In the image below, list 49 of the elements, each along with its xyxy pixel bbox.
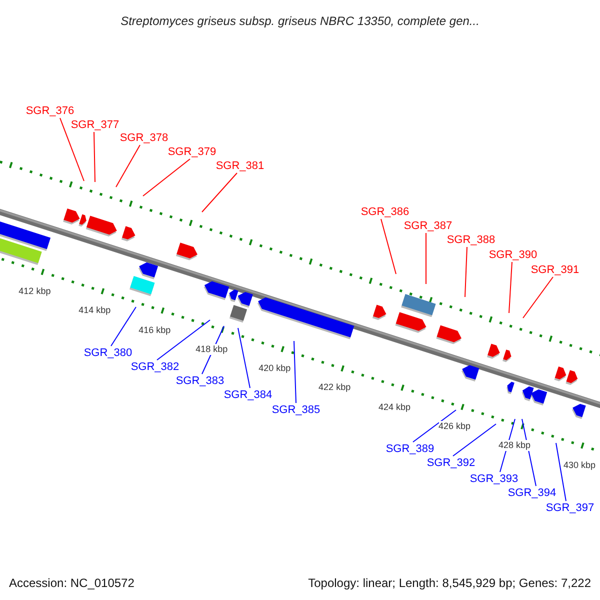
footer-text: Topology: linear; Length: 8,545,929 bp; Genes: 7,222 xyxy=(308,575,591,592)
gene-label: SGR_394 xyxy=(508,486,556,500)
gene-label: SGR_381 xyxy=(216,159,264,173)
gene-label: SGR_378 xyxy=(120,131,168,145)
gene-label: SGR_382 xyxy=(130,360,180,374)
title: Streptomyces griseus subsp. griseus NBRC 13350, complete gen... xyxy=(120,13,480,30)
scale-tick-label: 430 kbp xyxy=(563,460,596,471)
scale-tick-label: 422 kbp xyxy=(318,382,351,394)
leader-line xyxy=(238,328,250,388)
leader-line xyxy=(202,172,238,212)
gene-label: SGR_397 xyxy=(546,501,594,515)
gene-label: SGR_389 xyxy=(386,442,434,456)
scale-tick-label: 414 kbp xyxy=(78,305,111,316)
gene-label: SGR_377 xyxy=(70,118,120,132)
footer-text: Accession: NC_010572 xyxy=(9,575,134,592)
leader-line xyxy=(522,276,554,318)
gene-label: SGR_379 xyxy=(168,145,216,159)
scale-tick-label: 418 kbp xyxy=(196,344,228,355)
gene-label: SGR_376 xyxy=(26,104,74,118)
scale-tick-label: 426 kbp xyxy=(438,420,471,432)
gene-label: SGR_392 xyxy=(426,456,476,470)
scale-tick-label: 424 kbp xyxy=(378,402,411,413)
scale-tick-label: 412 kbp xyxy=(18,286,51,297)
gene-label: SGR_393 xyxy=(470,472,518,486)
leader-line xyxy=(452,424,496,456)
scale-tick-label: 428 kbp xyxy=(498,440,530,452)
leader-line xyxy=(294,340,296,404)
gene-label: SGR_391 xyxy=(530,263,580,277)
leader-line xyxy=(94,132,96,182)
leader-line xyxy=(116,144,140,188)
leader-line xyxy=(464,246,468,298)
scale-tick-label: 420 kbp xyxy=(258,363,291,374)
gene-label: SGR_390 xyxy=(488,248,538,262)
leader-line xyxy=(142,158,190,196)
scale-tick-label: 416 kbp xyxy=(138,324,171,336)
leader-line xyxy=(110,306,136,346)
leader-line xyxy=(380,218,396,274)
leader-line xyxy=(156,320,210,360)
leader-line xyxy=(412,410,456,442)
gene-label: SGR_386 xyxy=(360,205,410,219)
leader-line xyxy=(508,262,512,314)
gene-label: SGR_383 xyxy=(176,374,224,388)
gene-label: SGR_384 xyxy=(224,388,272,402)
gene-label: SGR_387 xyxy=(404,219,452,233)
gene-label: SGR_385 xyxy=(272,403,320,417)
gene-label: SGR_388 xyxy=(446,233,496,247)
gene-label: SGR_380 xyxy=(84,346,132,360)
leader-line xyxy=(556,442,566,502)
leader-line xyxy=(60,118,84,182)
